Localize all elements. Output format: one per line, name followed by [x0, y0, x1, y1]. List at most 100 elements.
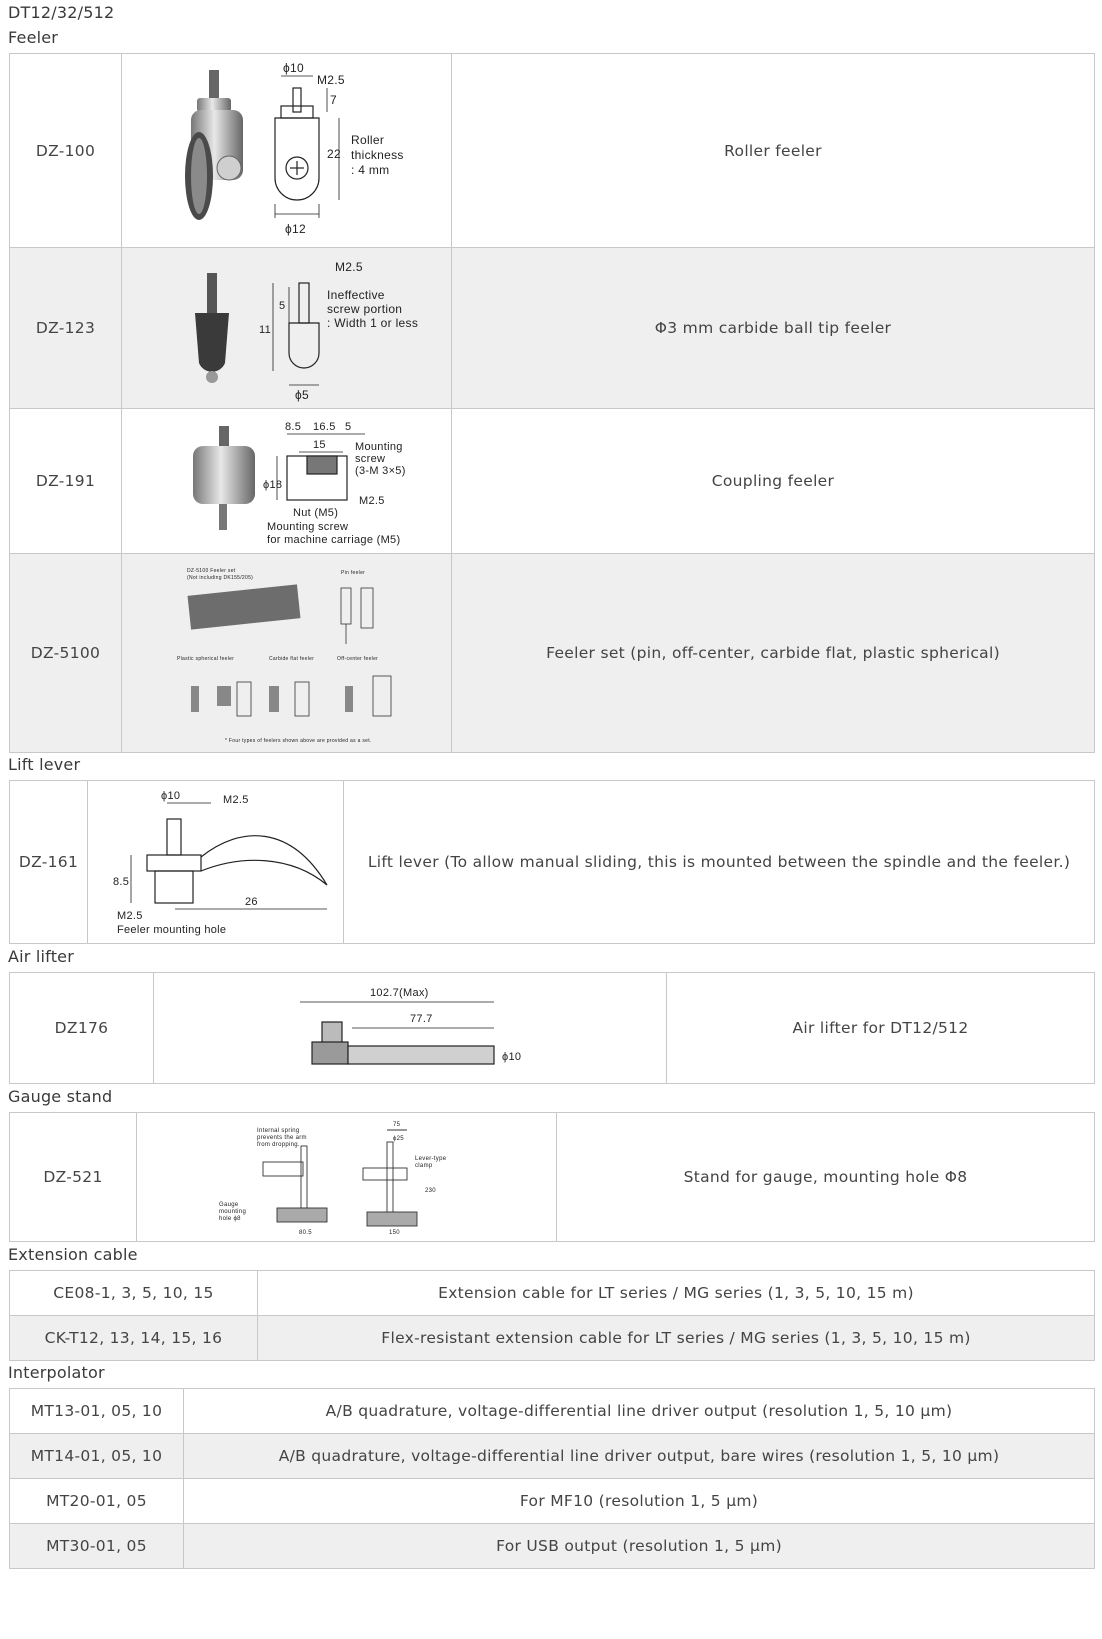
part-figure: M2.5 Ineffective screw portion : Width 1… — [121, 247, 452, 409]
dim-label: DZ-5100 Feeler set — [187, 568, 236, 574]
dim-label: thickness — [351, 148, 404, 162]
dim-label: ϕ10 — [502, 1051, 521, 1063]
dim-label: hole ϕ8 — [219, 1216, 241, 1222]
dim-label: ϕ10 — [161, 790, 180, 802]
table-row: DZ-161 ϕ10 M2.5 8.5 26 M2.5 Feeler mount… — [9, 780, 1095, 944]
dim-label: 150 — [389, 1230, 400, 1236]
part-description: Extension cable for LT series / MG serie… — [257, 1270, 1095, 1316]
dim-label: M2.5 — [223, 794, 249, 806]
section-heading-lift-lever: Lift lever — [8, 755, 81, 774]
dim-label: Carbide flat feeler — [269, 656, 314, 662]
dim-label: Off-center feeler — [337, 656, 378, 662]
part-code: MT30-01, 05 — [9, 1523, 184, 1569]
part-code: MT14-01, 05, 10 — [9, 1433, 184, 1479]
dim-label: : Width 1 or less — [327, 316, 418, 330]
dim-label: ϕ5 — [295, 388, 309, 402]
part-description: For MF10 (resolution 1, 5 μm) — [183, 1478, 1095, 1524]
part-figure: Internal spring prevents the arm from dr… — [136, 1112, 557, 1242]
dim-label: prevents the arm — [257, 1135, 307, 1141]
dim-label: Gauge — [219, 1202, 239, 1208]
dim-label: 102.7(Max) — [370, 987, 429, 999]
section-heading-extension-cable: Extension cable — [8, 1245, 138, 1264]
section-heading-air-lifter: Air lifter — [8, 947, 74, 966]
dim-label: screw portion — [327, 302, 402, 316]
table-row: DZ176 102.7(Max) 77.7 ϕ10 Air lifter for… — [9, 972, 1095, 1084]
part-description: Feeler set (pin, off-center, carbide fla… — [451, 553, 1095, 753]
table-row: MT30-01, 05 For USB output (resolution 1… — [9, 1523, 1095, 1569]
dim-label: 22 — [327, 147, 341, 161]
dim-label: Ineffective — [327, 288, 385, 302]
part-figure: 8.5 16.5 5 15 ϕ18 Mounting screw (3-M 3×… — [121, 408, 452, 554]
coupling-feeler-drawing: 8.5 16.5 5 15 ϕ18 Mounting screw (3-M 3×… — [192, 421, 405, 546]
part-description: Roller feeler — [451, 53, 1095, 248]
dim-label: clamp — [415, 1163, 433, 1169]
table-row: DZ-123 M2.5 Ineffective screw portion : … — [9, 247, 1095, 409]
dim-label: ϕ18 — [263, 479, 282, 491]
feeler-table: DZ-100 — [9, 53, 1095, 753]
dim-label: ϕ12 — [285, 222, 306, 236]
part-code: CE08-1, 3, 5, 10, 15 — [9, 1270, 258, 1316]
dim-label: M2.5 — [359, 495, 385, 507]
dim-label: 230 — [425, 1188, 436, 1194]
part-code: DZ-191 — [9, 408, 122, 554]
part-description: Stand for gauge, mounting hole Φ8 — [556, 1112, 1095, 1242]
dim-label: 5 — [345, 421, 351, 433]
table-row: CE08-1, 3, 5, 10, 15 Extension cable for… — [9, 1270, 1095, 1316]
page-title: DT12/32/512 — [8, 3, 115, 22]
lift-lever-drawing: ϕ10 M2.5 8.5 26 M2.5 Feeler mounting hol… — [113, 790, 328, 936]
part-description: Lift lever (To allow manual sliding, thi… — [343, 780, 1095, 944]
part-code: DZ-123 — [9, 247, 122, 409]
dim-label: ϕ25 — [393, 1136, 404, 1142]
section-heading-gauge-stand: Gauge stand — [8, 1087, 113, 1106]
dim-label: 5 — [279, 300, 285, 312]
dim-label: Mounting — [355, 441, 403, 453]
table-row: CK-T12, 13, 14, 15, 16 Flex-resistant ex… — [9, 1315, 1095, 1361]
feeler-set-drawing: DZ-5100 Feeler set (Not including DK155/… — [177, 568, 391, 744]
ball-tip-feeler-drawing: M2.5 Ineffective screw portion : Width 1… — [194, 260, 418, 402]
part-code: DZ-161 — [9, 780, 88, 944]
gauge-stand-table: DZ-521 Internal spring prevents the arm … — [9, 1112, 1095, 1242]
dim-label: Feeler mounting hole — [117, 924, 226, 936]
dim-label: M2.5 — [335, 260, 363, 274]
dim-label: screw — [355, 453, 385, 465]
table-row: MT14-01, 05, 10 A/B quadrature, voltage-… — [9, 1433, 1095, 1479]
gauge-stand-drawing: Internal spring prevents the arm from dr… — [219, 1122, 447, 1236]
dim-label: 26 — [245, 896, 258, 908]
dim-label: Internal spring — [257, 1128, 300, 1134]
dim-label: Plastic spherical feeler — [177, 656, 234, 662]
part-code: CK-T12, 13, 14, 15, 16 — [9, 1315, 258, 1361]
dim-label: 8.5 — [285, 421, 301, 433]
table-row: DZ-5100 DZ-5100 Feeler set (Not includin… — [9, 553, 1095, 753]
table-row: DZ-521 Internal spring prevents the arm … — [9, 1112, 1095, 1242]
part-code: DZ-100 — [9, 53, 122, 248]
dim-label: Nut (M5) — [293, 507, 338, 519]
dim-label: 80.5 — [299, 1230, 312, 1236]
part-figure: 102.7(Max) 77.7 ϕ10 — [153, 972, 667, 1084]
dim-label: Mounting screw — [267, 521, 348, 533]
part-code: DZ-521 — [9, 1112, 137, 1242]
part-code: MT20-01, 05 — [9, 1478, 184, 1524]
part-code: MT13-01, 05, 10 — [9, 1388, 184, 1434]
extension-cable-table: CE08-1, 3, 5, 10, 15 Extension cable for… — [9, 1270, 1095, 1361]
dim-label: 75 — [393, 1122, 401, 1128]
lift-lever-table: DZ-161 ϕ10 M2.5 8.5 26 M2.5 Feeler mount… — [9, 780, 1095, 944]
dim-label: for machine carriage (M5) — [267, 534, 400, 546]
dim-label: M2.5 — [117, 910, 143, 922]
dim-label: 7 — [330, 93, 337, 107]
dim-label: : 4 mm — [351, 163, 389, 177]
part-figure: ϕ10 M2.5 7 22 Roller thickness : 4 mm ϕ1… — [121, 53, 452, 248]
dim-label: 15 — [313, 439, 326, 451]
dim-label: mounting — [219, 1209, 246, 1215]
dim-label: Lever-type — [415, 1156, 447, 1162]
table-row: DZ-100 — [9, 53, 1095, 248]
section-heading-feeler: Feeler — [8, 28, 59, 47]
part-description: For USB output (resolution 1, 5 μm) — [183, 1523, 1095, 1569]
dim-label: 8.5 — [113, 876, 129, 888]
roller-feeler-drawing: ϕ10 M2.5 7 22 Roller thickness : 4 mm ϕ1… — [184, 61, 404, 236]
part-description: A/B quadrature, voltage-differential lin… — [183, 1388, 1095, 1434]
part-description: Flex-resistant extension cable for LT se… — [257, 1315, 1095, 1361]
table-row: DZ-191 8.5 16.5 5 15 ϕ18 Mounting — [9, 408, 1095, 554]
dim-label: 11 — [259, 324, 271, 336]
dim-label: ϕ10 — [283, 61, 304, 75]
part-code: DZ176 — [9, 972, 154, 1084]
